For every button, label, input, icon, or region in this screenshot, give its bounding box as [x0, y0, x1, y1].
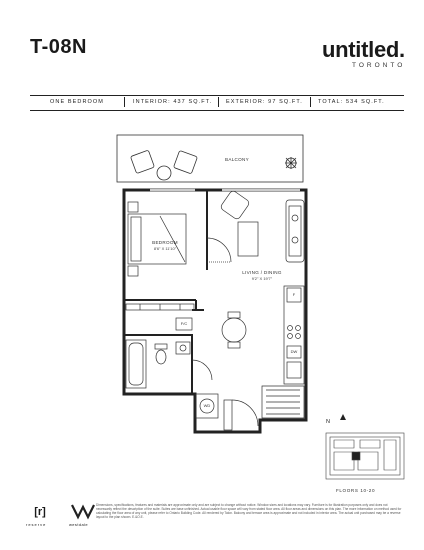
- brand-city: TORONTO: [352, 62, 406, 69]
- north-arrow-icon: [340, 414, 346, 420]
- kitchen-counter: [283, 285, 305, 385]
- washer-dryer-label: WD: [203, 403, 211, 408]
- reserve-logo-mark: [r]: [34, 506, 46, 518]
- fridge: [286, 287, 302, 303]
- fridge-label: F: [292, 292, 296, 297]
- balcony-chair: [173, 150, 198, 174]
- brand-logo: untitled.: [322, 37, 405, 62]
- balcony-table: [156, 165, 172, 181]
- balcony-chair: [130, 150, 155, 174]
- north-label: N: [326, 419, 330, 425]
- spec-bar: [30, 95, 404, 111]
- westdale-logo-text: westdale: [69, 522, 88, 527]
- bedroom-dimensions: 8'6" X 11'10": [153, 246, 177, 251]
- fc-closet: [175, 317, 193, 331]
- bedroom-label: BEDROOM: [152, 240, 178, 245]
- living-dining-dimensions: 9'2" X 19'7": [251, 276, 273, 281]
- exterior-wall: [122, 188, 308, 434]
- sofa: [285, 199, 305, 263]
- key-plan: [325, 432, 405, 480]
- spec-divider: [218, 97, 219, 107]
- unit-name: T-08N: [30, 36, 87, 58]
- balcony-label: BALCONY: [224, 157, 250, 162]
- suite-type: ONE BEDROOM: [50, 99, 104, 105]
- reserve-logo-text: reserve: [26, 522, 47, 527]
- washer-dryer: [195, 393, 219, 419]
- balcony-outline: [116, 134, 304, 183]
- bed: [127, 213, 187, 265]
- kitchen-sink: [286, 361, 302, 379]
- vanity: [175, 341, 191, 355]
- bathroom-wall: [124, 334, 193, 394]
- plant-icon: [285, 157, 297, 169]
- dining-chair: [227, 341, 241, 349]
- nightstand: [127, 201, 139, 213]
- coffee-table: [237, 221, 259, 257]
- nightstand: [127, 265, 139, 277]
- dining-table: [221, 317, 247, 343]
- total-area: TOTAL: 534 SQ.FT.: [318, 99, 385, 105]
- dishwasher: [286, 345, 302, 359]
- westdale-logo-icon: [71, 504, 95, 520]
- fc-label: F/C: [180, 321, 188, 326]
- disclaimer-text: Dimensions, specifications, features and…: [96, 503, 402, 519]
- floors-label: FLOORS 10-20: [336, 488, 376, 493]
- spec-divider: [124, 97, 125, 107]
- spec-divider: [310, 97, 311, 107]
- dining-chair: [227, 311, 241, 319]
- armchair: [220, 190, 250, 220]
- toilet: [155, 349, 167, 365]
- interior-area: INTERIOR: 437 SQ.FT.: [133, 99, 213, 105]
- living-dining-label: LIVING / DINING: [242, 270, 282, 275]
- exterior-area: EXTERIOR: 97 SQ.FT.: [226, 99, 303, 105]
- bathtub: [125, 339, 147, 389]
- dishwasher-label: DW: [290, 349, 298, 354]
